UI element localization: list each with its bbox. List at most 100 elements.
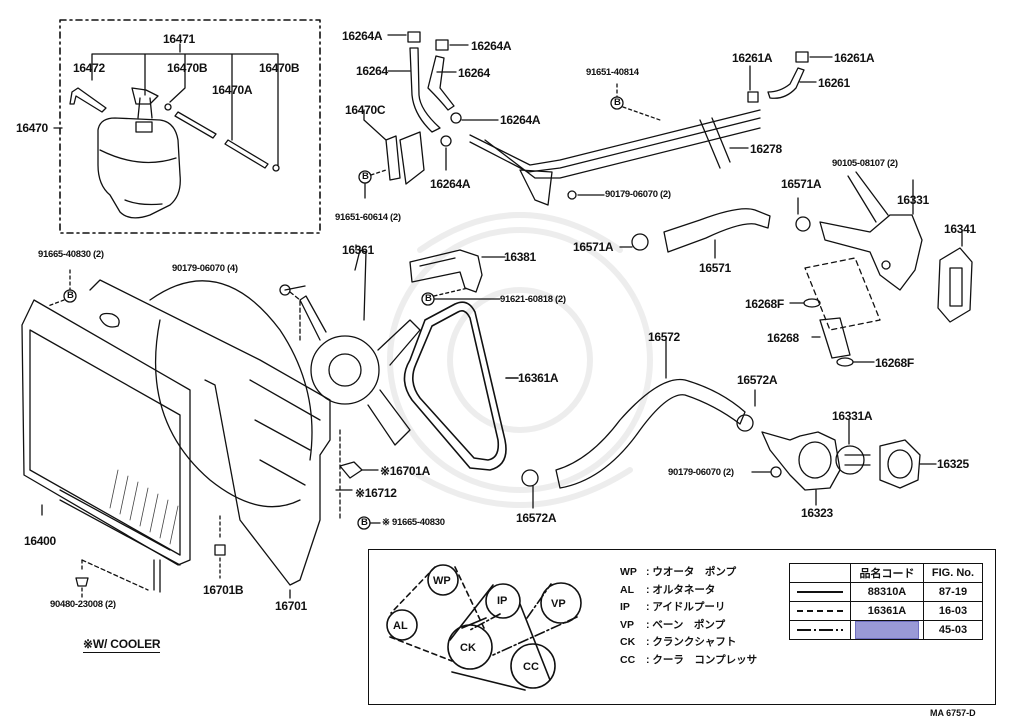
figure-code: MA 6757-D — [930, 708, 976, 718]
label-91621-60818: 91621-60818 (2) — [500, 294, 566, 305]
reservoir-group-box — [59, 19, 321, 234]
belt-dashed-16361A — [389, 566, 485, 662]
label-91651-60614: 91651-60614 (2) — [335, 212, 401, 223]
belt-routing-diagram — [386, 564, 582, 691]
label-16470B-a: 16470B — [167, 61, 208, 75]
bracket-16470C — [358, 109, 425, 199]
bolt-symbol: B — [67, 290, 74, 301]
belt-dashdot — [469, 583, 578, 656]
fig-no[interactable]: 45-03 — [923, 620, 983, 640]
gasket-16341 — [937, 231, 973, 323]
hose-16264 — [407, 31, 462, 147]
part-code[interactable]: 88310A — [850, 582, 924, 602]
header-line — [789, 563, 851, 583]
fan-16361 — [299, 244, 421, 446]
label-91665-40830: ※ 91665-40830 — [382, 517, 445, 528]
label-16470: 16470 — [16, 121, 48, 135]
table-row: 16361A 16-03 — [789, 601, 983, 621]
label-90480-23008: 90480-23008 (2) — [50, 599, 116, 610]
pulley-vp — [540, 582, 582, 624]
bracket-16381 — [409, 249, 506, 306]
label-16470A: 16470A — [212, 83, 253, 97]
label-16341: 16341 — [944, 222, 976, 236]
label-16400: 16400 — [24, 534, 56, 548]
radiator-16400 — [21, 269, 191, 593]
label-16268: 16268 — [767, 331, 799, 345]
fig-no[interactable]: 87-19 — [923, 582, 983, 602]
part-code-highlighted[interactable] — [850, 620, 924, 640]
belt-solid-88310A — [449, 584, 551, 691]
pulley-wp — [427, 564, 459, 596]
label-91665-40830-2: 91665-40830 (2) — [38, 249, 104, 260]
pulley-abbreviation-list: WP: ウオータ ポンプ AL: オルタネータ IP: アイドルプーリ VP: … — [620, 564, 757, 669]
fan-shroud-16701 — [89, 279, 331, 599]
abbr-row: IP: アイドルプーリ — [620, 601, 726, 613]
header-fig-no: FIG. No. — [923, 563, 983, 583]
bolt-symbol: B — [361, 517, 368, 528]
label-90179-06070-4: 90179-06070 (4) — [172, 263, 238, 274]
label-16701A: ※16701A — [380, 464, 430, 478]
label-16571: 16571 — [699, 261, 731, 275]
abbr-row: VP: ベーン ポンプ — [620, 618, 726, 631]
reservoir-hoses — [69, 87, 280, 172]
line-style-solid — [789, 582, 851, 602]
table-row: 88310A 87-19 — [789, 582, 983, 602]
label-16264A-1: 16264A — [342, 29, 383, 43]
label-16361A: 16361A — [518, 371, 559, 385]
label-91651-40814: 91651-40814 — [586, 67, 639, 78]
label-16331: 16331 — [897, 193, 929, 207]
bolt-symbol: B — [425, 293, 432, 304]
label-16701B: 16701B — [203, 583, 244, 597]
label-16472: 16472 — [73, 61, 105, 75]
label-16264A-3: 16264A — [500, 113, 541, 127]
highlight-box[interactable] — [855, 621, 919, 639]
label-16268F-2: 16268F — [875, 356, 914, 370]
v-belt-16361A — [403, 301, 519, 471]
watermark — [387, 212, 653, 508]
leader-lines-16471 — [53, 43, 279, 166]
label-16325: 16325 — [937, 457, 969, 471]
pulley-label-wp: WP — [433, 575, 451, 587]
pulley-ip — [485, 583, 521, 619]
label-16572A-1: 16572A — [737, 373, 778, 387]
fig-no[interactable]: 16-03 — [923, 601, 983, 621]
label-16470C: 16470C — [345, 103, 386, 117]
water-outlet-16331 — [819, 171, 923, 291]
header-part-code: 品名コード — [850, 563, 924, 583]
label-16278: 16278 — [750, 142, 782, 156]
belt-legend-box — [368, 549, 996, 705]
hose-16572 — [521, 337, 756, 509]
label-16261A-1: 16261A — [732, 51, 773, 65]
pulley-al — [386, 609, 418, 641]
belt-reference-table: 品名コード FIG. No. 88310A 87-19 16361A 16-03… — [789, 563, 983, 640]
table-header-row: 品名コード FIG. No. — [789, 563, 983, 583]
drain-plug-90480 — [75, 559, 149, 599]
label-90179-06070-b: 90179-06070 (2) — [668, 467, 734, 478]
abbr-row: AL: オルタネータ — [620, 583, 716, 596]
label-16261: 16261 — [818, 76, 850, 90]
label-16264A-2: 16264A — [471, 39, 512, 53]
part-code[interactable]: 16361A — [850, 601, 924, 621]
label-16572: 16572 — [648, 330, 680, 344]
thermostat-housing-16323 — [751, 419, 937, 506]
label-16571A-1: 16571A — [781, 177, 822, 191]
bolt-symbol: B — [614, 97, 621, 108]
label-16261A-2: 16261A — [834, 51, 875, 65]
pipe-16268 — [789, 257, 881, 367]
reservoir-tank — [97, 87, 181, 219]
label-16361: 16361 — [342, 243, 374, 257]
pulley-label-ip: IP — [497, 595, 508, 607]
shroud-clips — [335, 429, 381, 530]
label-16323: 16323 — [801, 506, 833, 520]
table-row: 45-03 — [789, 620, 983, 640]
label-90179-06070-a: 90179-06070 (2) — [605, 189, 671, 200]
label-16264A-4: 16264A — [430, 177, 471, 191]
hose-16571 — [619, 197, 811, 259]
abbr-row: WP: ウオータ ポンプ — [620, 566, 737, 578]
line-style-dashed — [789, 601, 851, 621]
label-16701: 16701 — [275, 599, 307, 613]
label-16268F-1: 16268F — [745, 297, 784, 311]
label-16331A: 16331A — [832, 409, 873, 423]
abbr-row: CK: クランクシャフト — [620, 636, 737, 648]
pulley-label-vp: VP — [551, 598, 566, 610]
